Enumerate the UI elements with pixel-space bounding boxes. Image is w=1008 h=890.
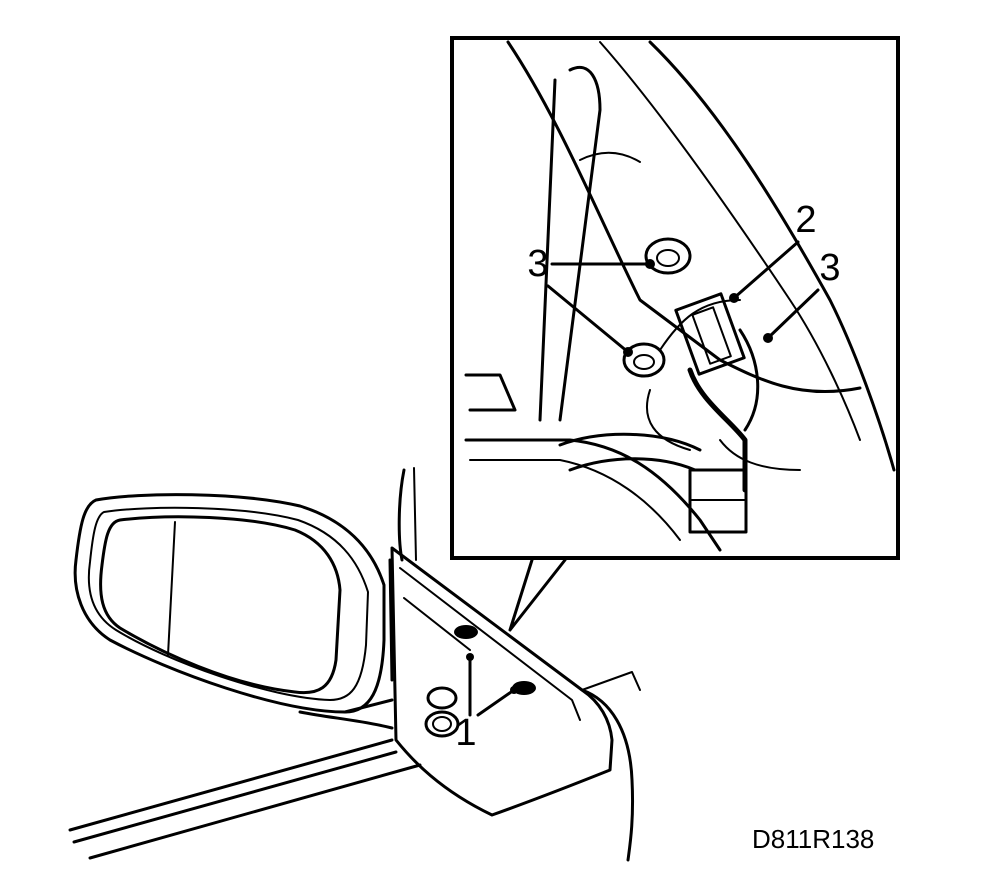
callout-1-label: 1: [455, 712, 476, 754]
callout-2: 2: [729, 199, 817, 303]
inset-nut-lower: [622, 342, 666, 378]
mirror-housing-rim: [87, 506, 369, 701]
door-lower-edge: [68, 738, 422, 860]
inset-channel-inner: [579, 151, 641, 163]
callout-2-label: 2: [795, 199, 816, 241]
mirror-base-inner-edge-2: [403, 597, 471, 651]
callout-3-right-label: 3: [819, 247, 840, 289]
drawing-code: D811R138: [752, 824, 874, 854]
door-mirror-assembly: [68, 467, 641, 862]
screw-hole-upper: [454, 625, 478, 639]
inset-lower-trim: [464, 373, 722, 552]
inset-window-channel: [538, 66, 602, 422]
mirror-glass: [99, 515, 342, 695]
mirror-base-panel: [390, 546, 614, 817]
inset-pillar-curve: [648, 40, 896, 472]
callout-3-left-label: 3: [527, 243, 548, 285]
callout-1: 1: [455, 653, 518, 754]
adjuster-knob: [424, 686, 460, 738]
inset-cable: [645, 389, 801, 471]
inset-pillar-curve-2: [599, 41, 861, 441]
glass-edge-line: [167, 521, 176, 656]
inset-nut-upper: [644, 237, 692, 275]
inset-sail-outer: [506, 40, 862, 394]
callout-3-left: 3: [527, 243, 655, 357]
callout-3-right: 3: [763, 247, 841, 343]
mirror-base-inner-edge: [399, 567, 581, 721]
mirror-arm: [298, 698, 394, 730]
door-trim-line: [581, 671, 641, 691]
inset-pointer: [508, 558, 567, 632]
detail-inset: 3 2 3: [450, 36, 900, 560]
door-pillar-curve: [580, 688, 635, 862]
screw-hole-lower: [512, 681, 536, 695]
inset-lower-trim-2: [469, 459, 681, 541]
inset-frame: [450, 36, 900, 560]
inset-grommet: [558, 432, 702, 472]
window-frame-line-2: [413, 467, 417, 561]
inset-wiring-connector: [659, 292, 760, 534]
